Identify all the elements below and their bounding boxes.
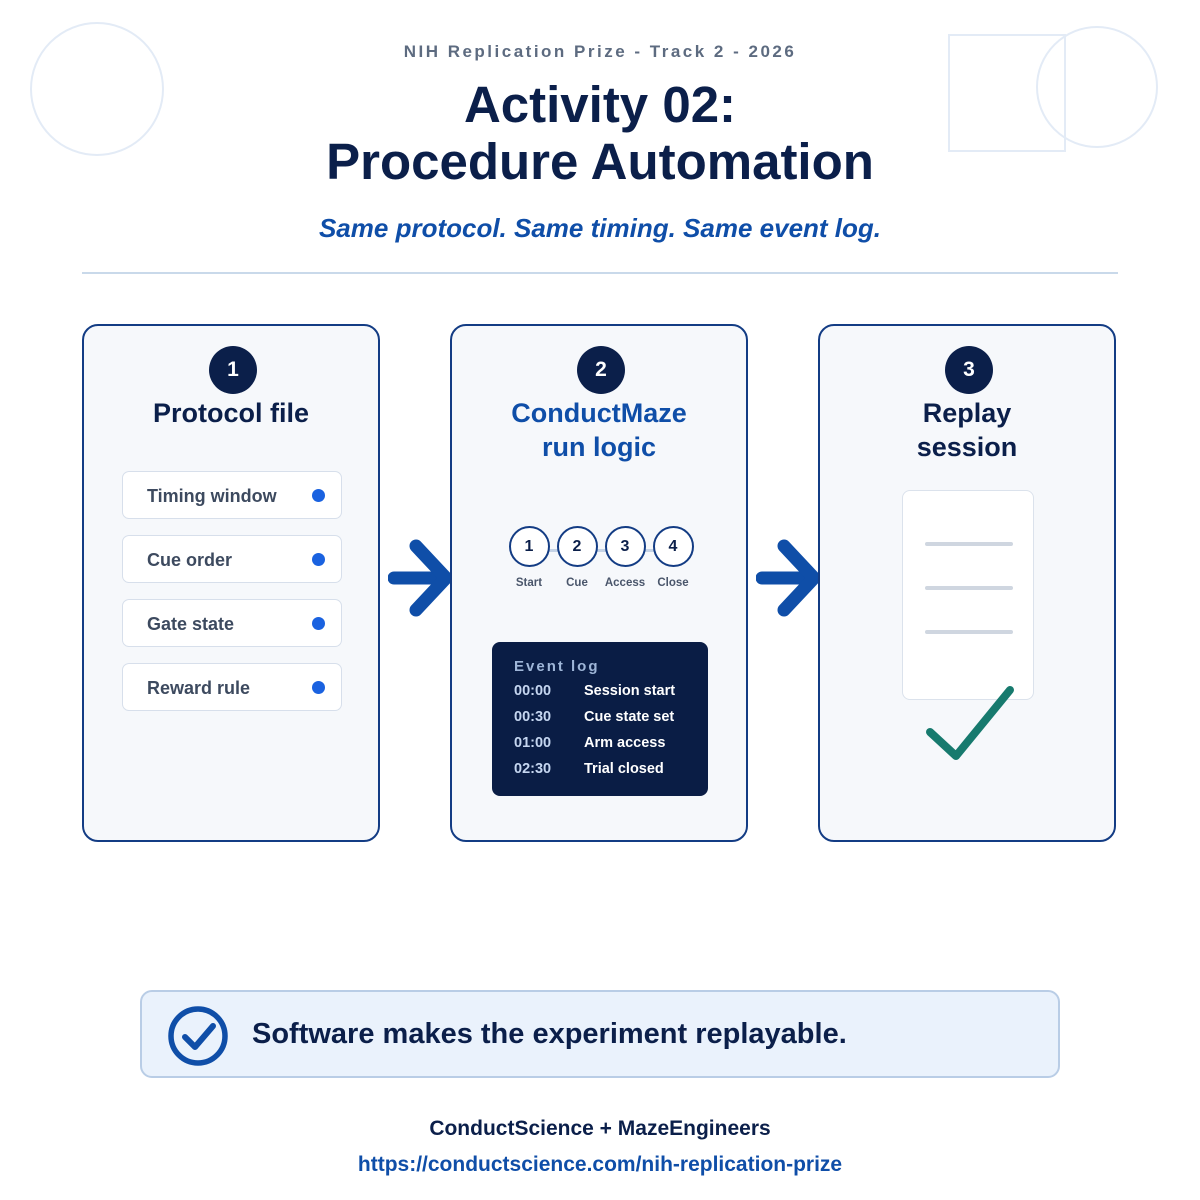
- event-log-row: 00:30 Cue state set: [514, 709, 704, 729]
- title-line-2: Procedure Automation: [326, 133, 874, 190]
- stage-label: Start: [515, 577, 543, 589]
- protocol-item-label: Timing window: [147, 486, 277, 506]
- status-dot-icon: [312, 489, 325, 502]
- title-line-1: Activity 02:: [463, 76, 737, 133]
- stage-label: Access: [604, 577, 646, 589]
- step-card-protocol-file: 1 Protocol file Timing window Cue order …: [82, 324, 380, 842]
- protocol-item: Cue order: [122, 535, 342, 583]
- event-description: Trial closed: [584, 761, 664, 777]
- footer-url-link[interactable]: https://conductscience.com/nih-replicati…: [357, 1153, 843, 1176]
- stage-number: 2: [556, 526, 598, 567]
- step-title-line-2: session: [916, 432, 1018, 462]
- step-number-badge: 2: [577, 346, 625, 394]
- stage-number: 4: [652, 526, 694, 567]
- protocol-item: Reward rule: [122, 663, 342, 711]
- event-log-title: Event log: [514, 658, 600, 675]
- step-card-run-logic: 2 ConductMaze run logic 1 Start 2 Cue 3 …: [450, 324, 748, 842]
- stage-cue: 2 Cue: [547, 526, 607, 589]
- page-title: Activity 02: Procedure Automation: [0, 76, 1200, 190]
- step-title-line-2: run logic: [542, 432, 656, 462]
- stage-number: 1: [508, 526, 550, 567]
- protocol-item-label: Gate state: [147, 614, 235, 634]
- event-log-row: 01:00 Arm access: [514, 735, 704, 755]
- protocol-item-label: Cue order: [147, 550, 233, 570]
- summary-banner: Software makes the experiment replayable…: [140, 990, 1060, 1078]
- stage-label: Close: [657, 577, 689, 589]
- step-title-line-1: ConductMaze: [511, 398, 687, 428]
- event-log-row: 00:00 Session start: [514, 683, 704, 703]
- kicker: NIH Replication Prize - Track 2 - 2026: [403, 42, 797, 61]
- document-line: [925, 586, 1013, 590]
- footer-brand: ConductScience + MazeEngineers: [429, 1117, 771, 1140]
- stage-connector: [529, 549, 674, 552]
- stage-number: 3: [604, 526, 646, 567]
- document-icon: [902, 490, 1034, 700]
- step-title-line-1: Replay: [922, 398, 1012, 428]
- status-dot-icon: [312, 681, 325, 694]
- protocol-item: Gate state: [122, 599, 342, 647]
- step-title-line-1: Protocol file: [152, 398, 309, 428]
- decorative-circle-left: [30, 22, 164, 156]
- stage-access: 3 Access: [595, 526, 655, 589]
- header-divider: [82, 272, 1118, 274]
- check-circle-icon: [168, 1006, 228, 1066]
- decorative-circle-right: [1036, 26, 1158, 148]
- arrow-right-icon: [388, 539, 453, 617]
- arrow-right-icon: [756, 539, 821, 617]
- event-description: Session start: [584, 683, 676, 699]
- protocol-item: Timing window: [122, 471, 342, 519]
- step-card-replay-session: 3 Replay session: [818, 324, 1116, 842]
- event-time: 00:30: [514, 709, 552, 725]
- stage-start: 1 Start: [499, 526, 559, 589]
- step-title: Replay session: [820, 396, 1114, 464]
- status-dot-icon: [312, 617, 325, 630]
- stage-sequence: 1 Start 2 Cue 3 Access 4 Close: [452, 526, 746, 606]
- event-description: Arm access: [584, 735, 666, 751]
- event-time: 01:00: [514, 735, 552, 751]
- status-dot-icon: [312, 553, 325, 566]
- step-number-badge: 3: [945, 346, 993, 394]
- protocol-item-label: Reward rule: [147, 678, 251, 698]
- banner-text: Software makes the experiment replayable…: [252, 1018, 847, 1050]
- step-number-badge: 1: [209, 346, 257, 394]
- stage-label: Cue: [566, 577, 588, 589]
- event-time: 02:30: [514, 761, 552, 777]
- step-title: ConductMaze run logic: [452, 396, 746, 464]
- document-line: [925, 542, 1013, 546]
- event-description: Cue state set: [584, 709, 675, 725]
- step-title: Protocol file: [84, 396, 378, 430]
- event-time: 00:00: [514, 683, 552, 699]
- tagline: Same protocol. Same timing. Same event l…: [318, 213, 882, 243]
- event-log-panel: Event log 00:00 Session start 00:30 Cue …: [492, 642, 708, 796]
- stage-close: 4 Close: [643, 526, 703, 589]
- document-line: [925, 630, 1013, 634]
- event-log-row: 02:30 Trial closed: [514, 761, 704, 781]
- checkmark-icon: [926, 686, 1014, 760]
